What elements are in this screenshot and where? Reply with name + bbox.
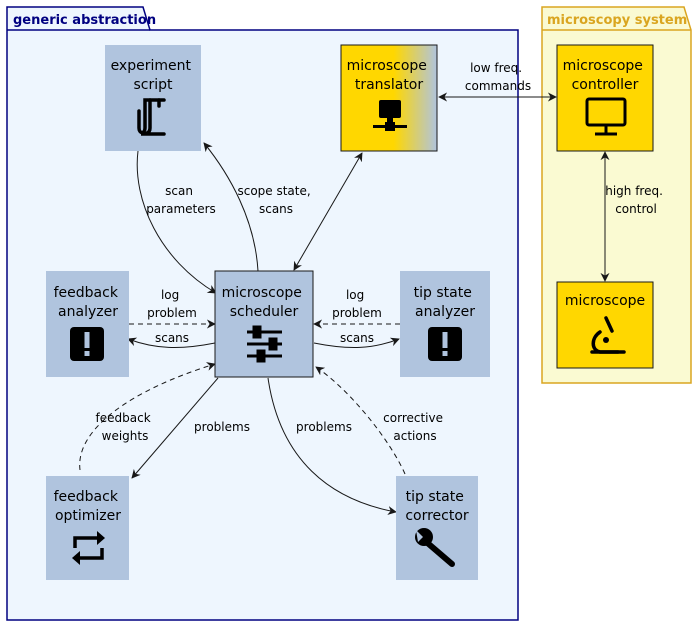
- node-feedback-optimizer: feedback optimizer: [46, 476, 129, 580]
- label-low-freq-commands: low freq. commands: [465, 61, 531, 93]
- label-problems-right: problems: [296, 420, 352, 434]
- edge-corrective-actions: [315, 366, 406, 475]
- svg-text:feedback optimizer: feedback optimizer: [54, 489, 123, 524]
- network-icon: [373, 100, 407, 131]
- label-scan-parameters: scan parameters: [146, 184, 216, 216]
- edge-fa-scans: [127, 337, 216, 348]
- node-microscope-translator: microscope translator: [340, 44, 438, 152]
- label-feedback-weights: feedback weights: [96, 411, 155, 443]
- edge-ta-scans: [313, 337, 400, 348]
- edge-scan-parameters: [136, 150, 217, 294]
- node-tip-state-analyzer: tip state analyzer: [400, 271, 490, 377]
- svg-text:tip state corrector: tip state corrector: [405, 489, 469, 524]
- svg-text:tip state analyzer: tip state analyzer: [414, 285, 477, 320]
- node-feedback-analyzer: feedback analyzer: [46, 271, 129, 377]
- wrench-icon: [415, 528, 455, 567]
- label-corrective-actions: corrective actions: [383, 411, 447, 443]
- edge-translator-scheduler: [293, 152, 363, 271]
- svg-text:microscope scheduler: microscope scheduler: [222, 285, 307, 320]
- node-tip-state-corrector: tip state corrector: [396, 476, 478, 580]
- label-ta-log-problem: log problem: [332, 288, 382, 320]
- label-problems-left: problems: [194, 420, 250, 434]
- label-fa-log-problem: log problem: [147, 288, 197, 320]
- node-microscope-scheduler: microscope scheduler: [214, 270, 314, 378]
- sliders-icon: [247, 325, 282, 363]
- edge-problems-right: [267, 377, 397, 515]
- svg-text:microscope translator: microscope translator: [347, 58, 432, 93]
- scroll-icon: [137, 98, 166, 136]
- package-title-generic: generic abstraction: [13, 13, 156, 28]
- node-microscope: microscope: [556, 281, 654, 369]
- package-title-microscopy: microscopy system: [547, 13, 687, 28]
- label-high-freq-control: high freq. control: [605, 184, 667, 216]
- label-scope-state-scans: scope state, scans: [237, 184, 314, 216]
- svg-text:microscope controller: microscope controller: [563, 58, 648, 93]
- edges: [79, 92, 610, 515]
- node-experiment-script: experiment script: [105, 45, 201, 151]
- edge-problems-left: [131, 377, 219, 479]
- label-ta-scans: scans: [340, 331, 374, 345]
- svg-text:microscope: microscope: [565, 293, 645, 309]
- svg-text:feedback analyzer: feedback analyzer: [54, 285, 123, 320]
- label-fa-scans: scans: [155, 331, 189, 345]
- alert-icon: [70, 327, 104, 361]
- repeat-icon: [72, 531, 105, 565]
- edge-scope-state-scans: [203, 142, 259, 272]
- monitor-icon: [585, 97, 627, 136]
- microscope-icon: [590, 316, 626, 354]
- svg-text:experiment script: experiment script: [111, 58, 196, 93]
- alert-icon: [428, 327, 462, 361]
- node-microscope-controller: microscope controller: [556, 44, 654, 152]
